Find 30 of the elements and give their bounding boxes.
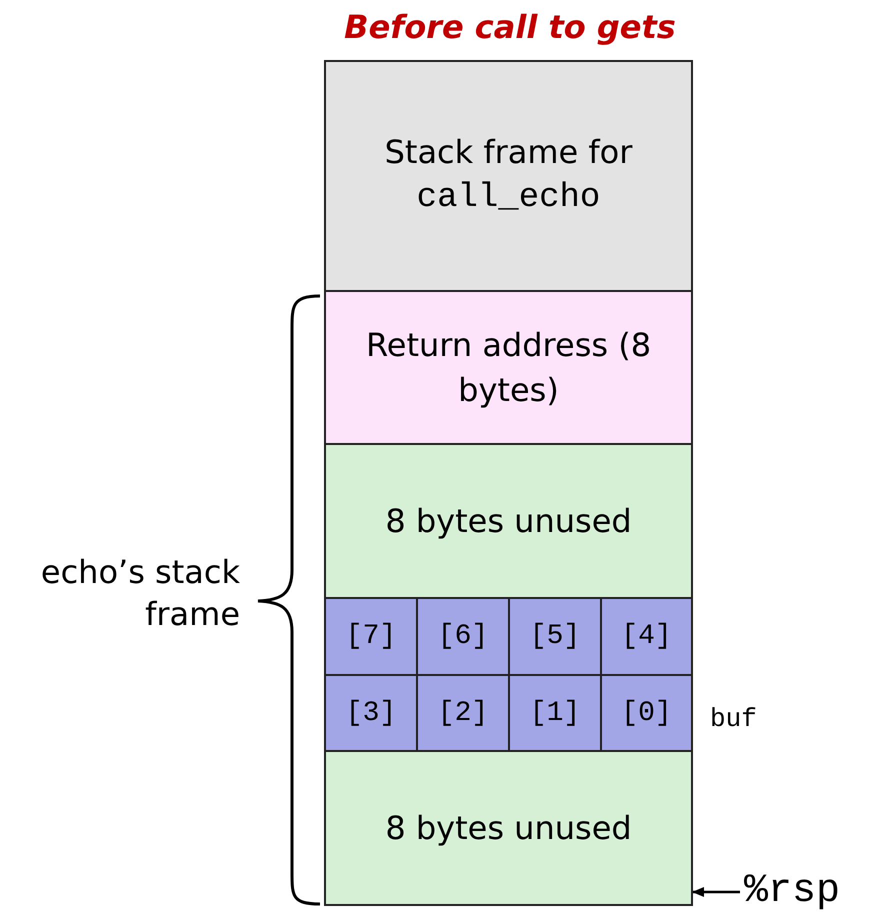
buffer-byte-cell bbox=[600, 674, 693, 753]
title: Before call to gets bbox=[343, 8, 677, 46]
register-name: %rsp bbox=[744, 868, 840, 916]
buffer-byte-cell bbox=[416, 597, 510, 676]
unused-bytes-box bbox=[324, 750, 693, 906]
return-address-box bbox=[324, 290, 693, 445]
buffer-byte-cell bbox=[600, 597, 693, 676]
buffer-byte-cell bbox=[508, 597, 602, 676]
box-label: 8 bytes unused bbox=[385, 808, 632, 849]
unused-bytes-box bbox=[324, 443, 693, 599]
box-label: [1] bbox=[530, 696, 580, 731]
box-label: [4] bbox=[621, 620, 672, 654]
box-label: [7] bbox=[346, 620, 396, 654]
buffer-byte-cell bbox=[324, 674, 418, 753]
buffer-byte-cell bbox=[508, 674, 602, 753]
arrow bbox=[692, 887, 740, 897]
box-label: [5] bbox=[530, 620, 580, 654]
box-label: [3] bbox=[346, 696, 396, 731]
buffer-byte-cell bbox=[324, 597, 418, 676]
box-label: 8 bytes unused bbox=[385, 500, 632, 542]
box-label: Stack frame for bbox=[384, 132, 632, 173]
buffer-label: buf bbox=[710, 703, 757, 736]
box-label: [2] bbox=[438, 696, 488, 731]
box-label: [0] bbox=[621, 696, 672, 731]
stack-frame-box bbox=[324, 60, 693, 292]
frame-label: echo’s stack frame bbox=[40, 552, 240, 635]
buffer-byte-cell bbox=[416, 674, 510, 753]
box-label: call_echo bbox=[416, 178, 600, 219]
box-label: Return address (8 bytes) bbox=[364, 324, 652, 410]
box-label: [6] bbox=[438, 620, 488, 654]
